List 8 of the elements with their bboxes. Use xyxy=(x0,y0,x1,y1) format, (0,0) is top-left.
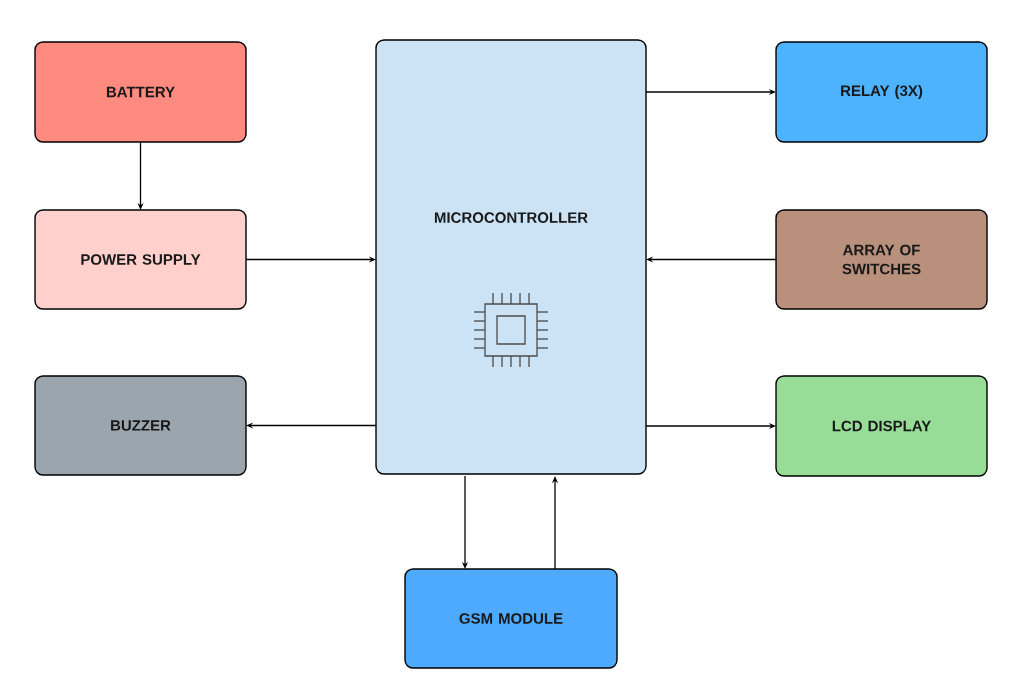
block-box: RELAY (3X) xyxy=(775,41,988,143)
block-box: GSM MODULE xyxy=(404,568,618,669)
block-box: BATTERY xyxy=(34,41,247,143)
block-box: POWER SUPPLY xyxy=(34,209,247,310)
block-box: LCD DISPLAY xyxy=(775,375,988,477)
block-box: ARRAY OF SWITCHES xyxy=(775,209,988,310)
block-box: MICROCONTROLLER xyxy=(375,39,647,475)
block-box: BUZZER xyxy=(34,375,247,476)
